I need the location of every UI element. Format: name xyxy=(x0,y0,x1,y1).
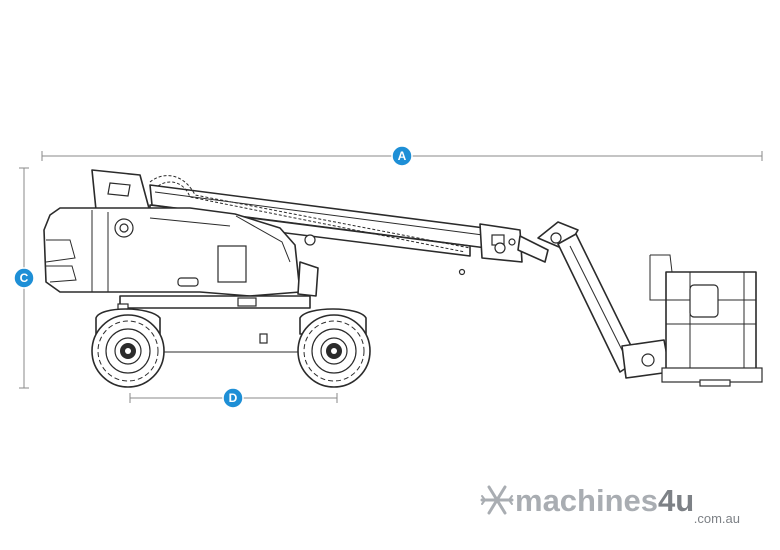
dimension-c-label: C xyxy=(20,271,29,285)
logo-domain: .com.au xyxy=(694,511,740,526)
control-box xyxy=(217,245,247,283)
logo-wordmark: machines4u xyxy=(515,483,694,518)
dimension-a-label: A xyxy=(398,149,407,163)
work-platform xyxy=(621,254,763,387)
dimension-a-badge xyxy=(391,145,413,167)
logo-name-main: machines xyxy=(515,483,658,518)
platform-control-console xyxy=(689,284,719,318)
snowflake-icon xyxy=(480,485,514,515)
front-wheel xyxy=(91,314,165,388)
cable-chain xyxy=(149,175,471,249)
chassis-frame xyxy=(119,295,311,309)
rear-wheel xyxy=(297,314,371,388)
logo-name-accent: 4u xyxy=(658,483,694,518)
jib-arm xyxy=(517,221,639,378)
dimension-a: A xyxy=(41,145,763,167)
dimension-c: C xyxy=(13,167,35,389)
brand-logo: machines4u .com.au xyxy=(480,483,740,526)
dimension-c-badge xyxy=(13,267,35,289)
turntable xyxy=(43,169,466,297)
dimension-d-label: D xyxy=(229,391,238,405)
dimension-d: D xyxy=(129,387,338,409)
dimension-d-badge xyxy=(222,387,244,409)
boom-lift-machine xyxy=(43,169,763,388)
